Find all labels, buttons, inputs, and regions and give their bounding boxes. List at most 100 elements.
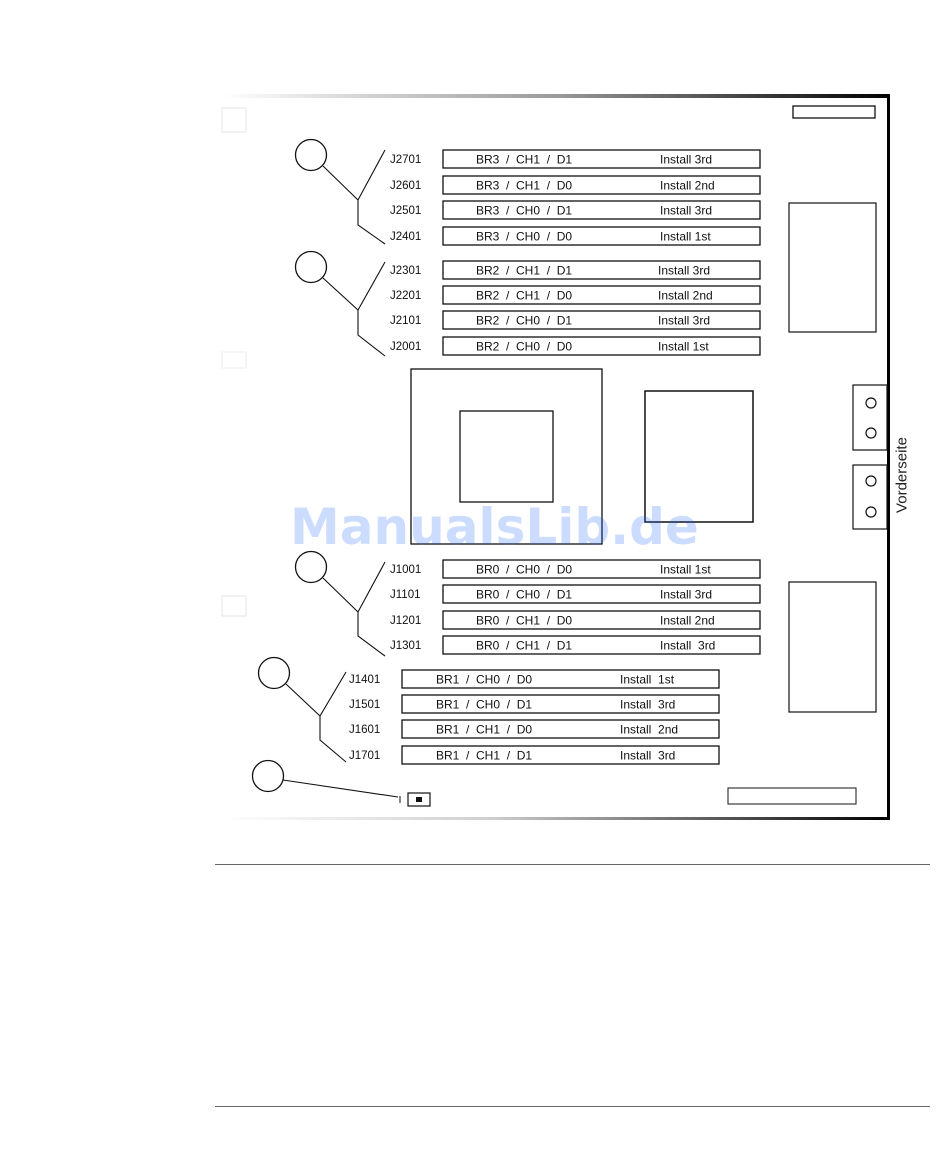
dimm-slot-outline bbox=[442, 285, 761, 305]
dimm-slot-outline bbox=[442, 635, 761, 655]
connector-label: J1401 bbox=[349, 674, 380, 686]
connector-label: J1601 bbox=[349, 724, 380, 736]
slot-config-label: BR3 / CH0 / D0 bbox=[476, 230, 572, 244]
callout-4 bbox=[257, 656, 347, 763]
connector-label: J2501 bbox=[390, 205, 421, 217]
slot-config-label: BR0 / CH0 / D1 bbox=[476, 588, 572, 602]
front-side-label: Vorderseite bbox=[893, 437, 911, 513]
install-order-label: Install 3rd bbox=[660, 153, 712, 167]
connector-label: J1501 bbox=[349, 699, 380, 711]
dimm-slot-outline bbox=[442, 260, 761, 280]
connector-label: J2701 bbox=[390, 154, 421, 166]
dimm-slot-outline bbox=[401, 745, 720, 765]
callout-3 bbox=[294, 550, 386, 657]
slot-config-label: BR2 / CH1 / D1 bbox=[476, 264, 572, 278]
slot-config-label: BR1 / CH1 / D1 bbox=[436, 749, 532, 763]
connector-label: J2001 bbox=[390, 341, 421, 353]
dimm-slot: J2101 BR2 / CH0 / D1 Install 3rd bbox=[390, 310, 761, 330]
dimm-slot: J1101 BR0 / CH0 / D1 Install 3rd bbox=[390, 584, 761, 604]
connector-label: J1201 bbox=[390, 615, 421, 627]
slot-config-label: BR0 / CH1 / D1 bbox=[476, 639, 572, 653]
install-order-label: Install 1st bbox=[620, 673, 675, 687]
component-block-upper bbox=[788, 202, 877, 333]
install-order-label: Install 3rd bbox=[660, 639, 715, 653]
slot-config-label: BR1 / CH0 / D1 bbox=[436, 698, 532, 712]
slot-config-label: BR2 / CH0 / D0 bbox=[476, 340, 572, 354]
dimm-slot-outline bbox=[442, 200, 761, 220]
slot-config-label: BR1 / CH0 / D0 bbox=[436, 673, 532, 687]
dimm-slot: J2501 BR3 / CH0 / D1 Install 3rd bbox=[390, 200, 761, 220]
dimm-slot-outline bbox=[442, 175, 761, 195]
connector-label: J1101 bbox=[390, 589, 420, 601]
dimm-slot: J2201 BR2 / CH1 / D0 Install 2nd bbox=[390, 285, 761, 305]
dimm-slot-outline bbox=[401, 719, 720, 739]
install-order-label: Install 1st bbox=[660, 230, 711, 244]
install-order-label: Install 2nd bbox=[658, 289, 713, 303]
connector-label: J2401 bbox=[390, 231, 421, 243]
processor-socket bbox=[410, 368, 603, 545]
install-order-label: Install 3rd bbox=[660, 204, 712, 218]
callout-1 bbox=[294, 138, 386, 245]
install-order-label: Install 2nd bbox=[620, 723, 678, 737]
dimm-slot: J1201 BR0 / CH1 / D0 Install 2nd bbox=[390, 610, 761, 630]
connector-label: J2201 bbox=[390, 290, 421, 302]
component-block-lower bbox=[788, 581, 877, 713]
dimm-slot-outline bbox=[442, 610, 761, 630]
chipset bbox=[644, 390, 754, 523]
dimm-slot-outline bbox=[442, 559, 761, 579]
divider-bottom bbox=[215, 1106, 930, 1107]
front-connector-upper bbox=[852, 384, 888, 451]
dimm-slot: J2701 BR3 / CH1 / D1 Install 3rd bbox=[390, 149, 761, 169]
board-label-bottom bbox=[727, 787, 857, 805]
install-order-label: Install 2nd bbox=[660, 179, 715, 193]
slot-config-label: BR0 / CH1 / D0 bbox=[476, 614, 572, 628]
watermark: ManualsLib.de bbox=[290, 498, 699, 556]
callout-5 bbox=[251, 759, 431, 807]
dimm-slot: J1501 BR1 / CH0 / D1 Install 3rd bbox=[349, 694, 720, 714]
slot-config-label: BR2 / CH0 / D1 bbox=[476, 314, 572, 328]
dimm-slot-outline bbox=[401, 669, 720, 689]
board-label-top bbox=[792, 105, 876, 119]
front-connector-lower bbox=[852, 464, 888, 530]
dimm-slot-outline bbox=[442, 336, 761, 356]
dimm-slot: J2001 BR2 / CH0 / D0 Install 1st bbox=[390, 336, 761, 356]
dimm-slot: J2401 BR3 / CH0 / D0 Install 1st bbox=[390, 226, 761, 246]
connector-label: J2301 bbox=[390, 265, 421, 277]
board-outline bbox=[221, 94, 890, 820]
install-order-label: Install 1st bbox=[660, 563, 711, 577]
slot-config-label: BR3 / CH1 / D0 bbox=[476, 179, 572, 193]
dimm-slot: J2301 BR2 / CH1 / D1 Install 3rd bbox=[390, 260, 761, 280]
install-order-label: Install 3rd bbox=[660, 588, 712, 602]
dimm-slot: J1601 BR1 / CH1 / D0 Install 2nd bbox=[349, 719, 720, 739]
divider-top bbox=[215, 864, 930, 865]
dimm-slot-outline bbox=[442, 149, 761, 169]
slot-config-label: BR3 / CH0 / D1 bbox=[476, 204, 572, 218]
install-order-label: Install 1st bbox=[658, 340, 709, 354]
dimm-slot: J1301 BR0 / CH1 / D1 Install 3rd bbox=[390, 635, 761, 655]
slot-config-label: BR2 / CH1 / D0 bbox=[476, 289, 572, 303]
slot-config-label: BR3 / CH1 / D1 bbox=[476, 153, 572, 167]
dimm-slot-outline bbox=[401, 694, 720, 714]
install-order-label: Install 3rd bbox=[658, 314, 710, 328]
dimm-slot-outline bbox=[442, 584, 761, 604]
dimm-slot: J2601 BR3 / CH1 / D0 Install 2nd bbox=[390, 175, 761, 195]
install-order-label: Install 3rd bbox=[620, 749, 675, 763]
dimm-slot: J1701 BR1 / CH1 / D1 Install 3rd bbox=[349, 745, 720, 765]
slot-config-label: BR0 / CH0 / D0 bbox=[476, 563, 572, 577]
install-order-label: Install 3rd bbox=[658, 264, 710, 278]
dimm-slot: J1001 BR0 / CH0 / D0 Install 1st bbox=[390, 559, 761, 579]
connector-label: J1701 bbox=[349, 750, 380, 762]
connector-label: J1001 bbox=[390, 564, 421, 576]
connector-label: J1301 bbox=[390, 640, 421, 652]
dimm-slot-outline bbox=[442, 310, 761, 330]
slot-config-label: BR1 / CH1 / D0 bbox=[436, 723, 532, 737]
connector-label: J2601 bbox=[390, 180, 421, 192]
install-order-label: Install 2nd bbox=[660, 614, 715, 628]
dimm-slot: J1401 BR1 / CH0 / D0 Install 1st bbox=[349, 669, 720, 689]
dimm-slot-outline bbox=[442, 226, 761, 246]
callout-2 bbox=[294, 250, 386, 357]
connector-label: J2101 bbox=[390, 315, 421, 327]
install-order-label: Install 3rd bbox=[620, 698, 675, 712]
